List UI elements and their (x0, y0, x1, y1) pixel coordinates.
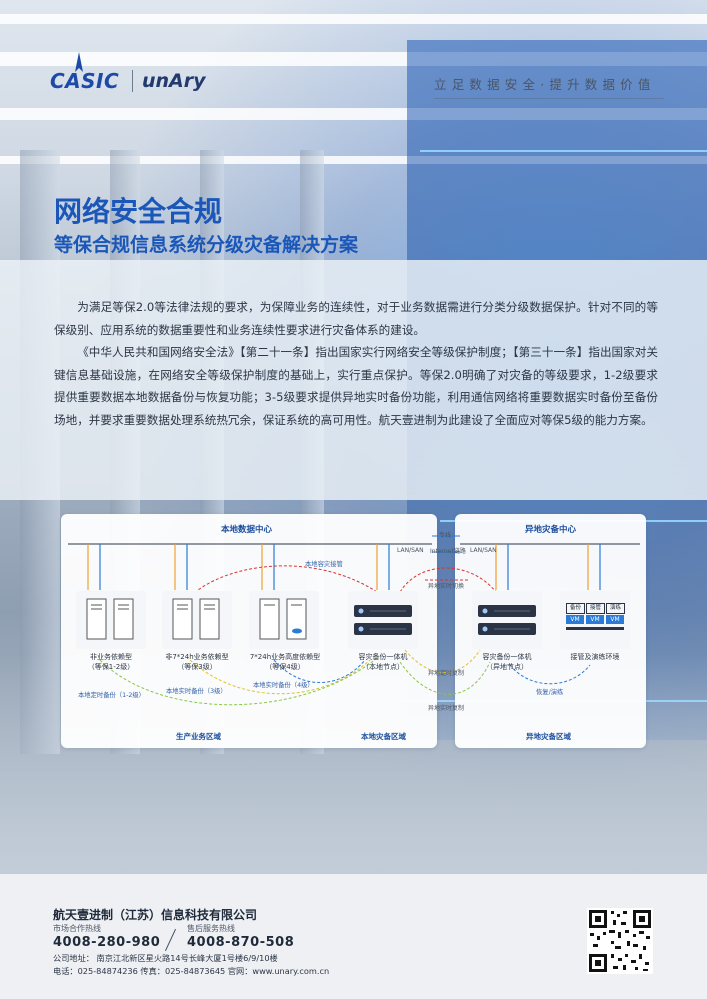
zone-production: 生产业务区域 (176, 732, 221, 741)
node-4-box (348, 591, 418, 649)
node-6-caption: 接管及演练环境 (555, 652, 635, 662)
logo-divider (132, 70, 133, 92)
node-5-line1: 容灾备份一体机 (482, 653, 532, 661)
sales-hotline-label: 市场合作热线 (53, 924, 101, 933)
node-3-line2: （等保4级） (265, 663, 305, 671)
company-contact: 电话：025-84874236 传真：025-84873645 官网：www.u… (53, 966, 330, 976)
intro-paragraph-2: 《中华人民共和国网络安全法》【第二十一条】指出国家实行网络安全等级保护制度；【第… (54, 345, 658, 427)
intro-text: 为满足等保2.0等法律法规的要求，为保障业务的连续性，对于业务数据需进行分类分级… (54, 296, 658, 432)
node-5-line2: （异地节点） (486, 663, 528, 671)
vm-badge-2: VM (586, 615, 604, 624)
flow-recovery-drill: 恢复/演练 (536, 689, 564, 696)
zone-remote-dr: 异地灾备区域 (526, 732, 571, 741)
node-2-line2: （等保3级） (177, 663, 217, 671)
appliance-icon (354, 605, 412, 635)
node-1-line2: （等保1-2级） (87, 663, 135, 671)
casic-emblem-icon (75, 52, 83, 72)
page-subtitle: 等保合规信息系统分级灾备解决方案 (54, 234, 359, 256)
env-tag-takeover: 接管 (586, 603, 605, 614)
server-icon (86, 598, 134, 640)
company-address: 公司地址： 南京江北新区星火路14号长峰大厦1号楼6/9/10楼 (53, 953, 278, 963)
slogan: 立足数据安全·提升数据价值 (434, 77, 656, 92)
node-2-line1: 非7*24h业务依赖型 (165, 653, 229, 661)
service-hotline-label: 售后服务热线 (187, 924, 235, 933)
link-remote-copy-2: 异地实时复制 (428, 705, 465, 712)
node-4-line1: 容灾备份一体机 (358, 653, 408, 661)
node-5-box (472, 591, 542, 649)
node-3-line1: 7*24h业务高度依赖型 (249, 653, 321, 661)
vm-badge-1: VM (566, 615, 584, 624)
unary-logo-text: unAry (142, 70, 206, 92)
unary-logo: unAry (142, 66, 206, 96)
flow-local-realtime-backup-3: 本地实时备份（3级） (166, 688, 227, 695)
node-2-caption: 非7*24h业务依赖型 （等保3级） (152, 652, 242, 672)
casic-logo-text: CASIC (50, 69, 120, 93)
link-lan-san-right: LAN/SAN (470, 547, 497, 554)
node-6-line1: 接管及演练环境 (570, 653, 620, 661)
node-1-box (76, 591, 146, 649)
sales-hotline-number: 4008-280-980 (53, 935, 161, 950)
link-local-takeover: 本地容灾接管 (305, 561, 343, 568)
env-base-bar (566, 627, 624, 630)
qr-code (587, 908, 653, 974)
link-remote-copy-1: 异地定时复制 (428, 670, 465, 677)
server-icon (172, 598, 220, 640)
node-2-box (162, 591, 232, 649)
service-hotline-number: 4008-870-508 (187, 935, 295, 950)
appliance-icon (478, 605, 536, 635)
node-4-line2: （本地节点） (362, 663, 404, 671)
qr-code-icon (589, 910, 651, 972)
remote-dr-title: 异地灾备中心 (525, 525, 577, 535)
zone-local-dr: 本地灾备区域 (361, 732, 406, 741)
company-name: 航天壹进制（江苏）信息科技有限公司 (53, 908, 258, 922)
vm-badge-3: VM (606, 615, 624, 624)
link-remote-switch: 异地实时切换 (428, 583, 465, 590)
node-3-box (249, 591, 319, 649)
slogan-underline (434, 98, 664, 99)
page-title: 网络安全合规 (54, 195, 223, 228)
server-database-icon (259, 598, 307, 640)
link-lan-san-left: LAN/SAN (397, 547, 424, 554)
node-1-line1: 非业务依赖型 (90, 653, 132, 661)
link-dedicated-line: 专线 (439, 532, 452, 539)
intro-paragraph-1: 为满足等保2.0等法律法规的要求，为保障业务的连续性，对于业务数据需进行分类分级… (54, 300, 658, 337)
node-6-box: 备份 接管 演练 VM VM VM (560, 591, 630, 649)
local-datacenter-title: 本地数据中心 (221, 525, 273, 535)
node-3-caption: 7*24h业务高度依赖型 （等保4级） (240, 652, 330, 672)
link-internet: Internet链路 (430, 548, 466, 555)
flow-local-scheduled-backup: 本地定时备份（1-2级） (78, 692, 145, 699)
node-4-caption: 容灾备份一体机 （本地节点） (343, 652, 423, 672)
env-tag-backup: 备份 (566, 603, 585, 614)
casic-logo: CASIC (50, 52, 120, 96)
node-1-caption: 非业务依赖型 （等保1-2级） (76, 652, 146, 672)
node-5-caption: 容灾备份一体机 （异地节点） (467, 652, 547, 672)
flow-local-realtime-backup-4: 本地实时备份（4级） (253, 682, 314, 689)
env-tag-drill: 演练 (606, 603, 625, 614)
